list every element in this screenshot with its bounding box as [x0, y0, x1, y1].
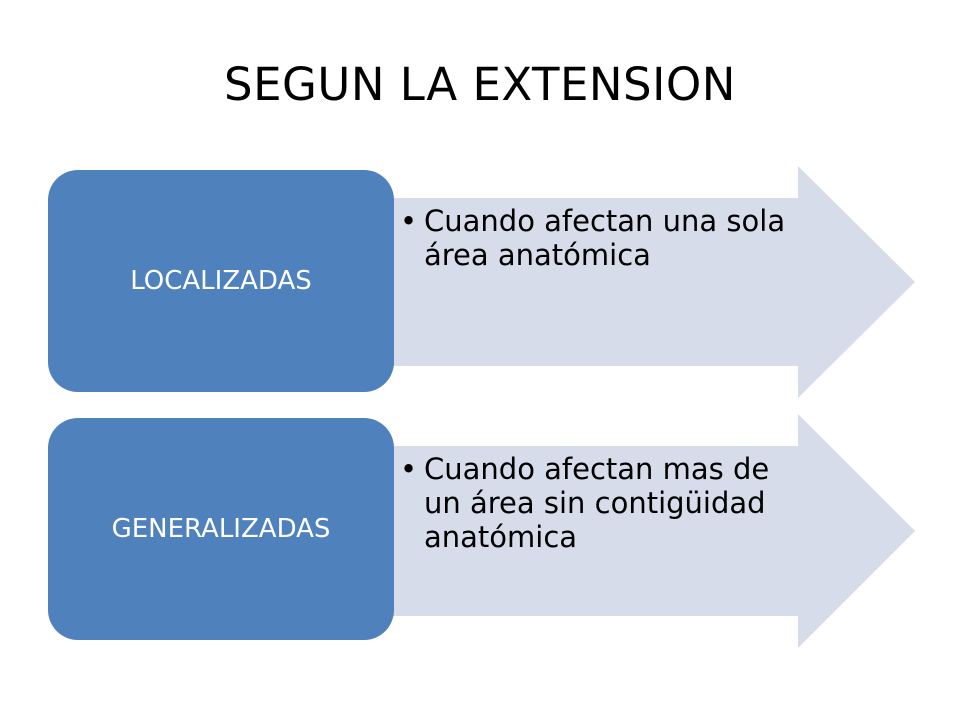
- description-text: Cuando afectan mas de un área sin contig…: [424, 452, 770, 554]
- arrow-shape: [340, 166, 915, 398]
- slide-title: SEGUN LA EXTENSION: [224, 58, 736, 111]
- category-label: LOCALIZADAS: [130, 266, 312, 296]
- arrow-shape: [340, 414, 915, 648]
- category-label-box: LOCALIZADAS: [48, 170, 394, 392]
- category-label-box: GENERALIZADAS: [48, 418, 394, 640]
- bullet-icon: •: [400, 204, 418, 238]
- category-label: GENERALIZADAS: [111, 514, 331, 544]
- diagram-row-generalizadas: GENERALIZADAS • Cuando afectan mas de un…: [0, 414, 960, 648]
- description-bullet: • Cuando afectan mas de un área sin cont…: [400, 452, 810, 554]
- description-text: Cuando afectan una sola área anatómica: [424, 204, 786, 272]
- bullet-icon: •: [400, 452, 418, 486]
- description-bullet: • Cuando afectan una sola área anatómica: [400, 204, 800, 272]
- diagram-row-localizadas: LOCALIZADAS • Cuando afectan una sola ár…: [0, 166, 960, 398]
